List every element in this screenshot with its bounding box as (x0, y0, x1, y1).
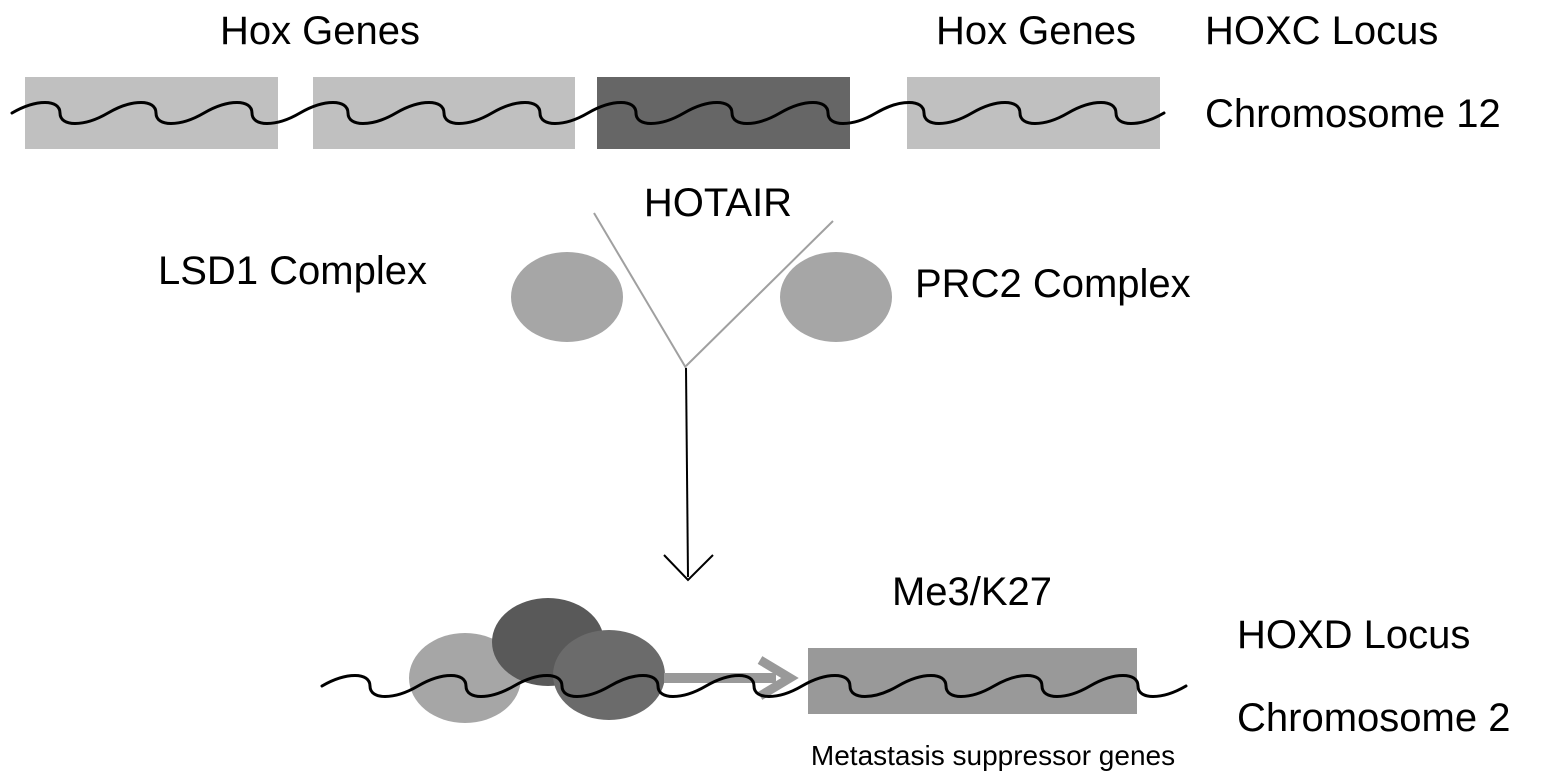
chromosome-12-dna-strand (10, 101, 1166, 125)
prc2-complex-shape (780, 252, 892, 342)
hotair-scaffold-left-arm (593, 212, 687, 369)
lsd1-complex-label: LSD1 Complex (158, 249, 427, 293)
complex-cluster-light (409, 633, 521, 723)
hox-genes-label-right: Hox Genes (936, 9, 1136, 53)
hotair-label: HOTAIR (644, 181, 792, 225)
hoxd-locus-label: HOXD Locus (1237, 613, 1470, 657)
hotair-gene-block (597, 77, 850, 149)
hoxd-target-gene-block (808, 648, 1137, 714)
me3-k27-label: Me3/K27 (892, 570, 1052, 614)
prc2-complex-label: PRC2 Complex (915, 262, 1191, 306)
hoxc-locus-track (10, 77, 1166, 149)
hox-gene-block-1 (25, 77, 278, 149)
hoxc-locus-label: HOXC Locus (1205, 9, 1438, 53)
chromosome-2-dna-strand (320, 674, 1188, 698)
lsd1-complex-shape (511, 252, 623, 342)
chromosome-2-label: Chromosome 2 (1237, 696, 1510, 740)
hotair-scaffold-right-arm (685, 220, 834, 367)
silencing-complex-cluster (409, 598, 665, 723)
metastasis-suppressor-label: Metastasis suppressor genes (811, 740, 1175, 771)
hox-gene-block-3 (907, 77, 1160, 149)
targeting-arrow (663, 367, 714, 582)
hox-genes-label-left: Hox Genes (220, 9, 420, 53)
chromosome-12-label: Chromosome 12 (1205, 92, 1501, 136)
